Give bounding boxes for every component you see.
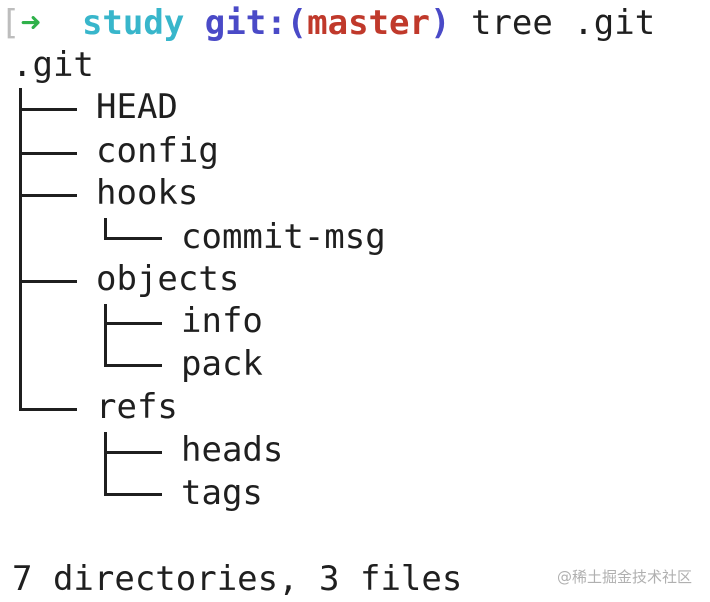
tree-sub-trunk-line	[104, 218, 107, 240]
tree-entry-tags: tags	[181, 473, 263, 513]
tree-entry-hooks: hooks	[96, 173, 199, 213]
tree-entry-config: config	[96, 131, 219, 171]
prompt-command: tree .git	[470, 3, 656, 43]
tree-branch-line	[104, 237, 162, 240]
tree-entry-commit-msg: commit-msg	[181, 217, 386, 257]
tree-entry-objects: objects	[96, 259, 240, 299]
prompt-git-label: git:(	[204, 3, 308, 43]
tree-entry-info: info	[181, 301, 263, 341]
tree-branch-line	[104, 364, 162, 367]
tree-entry-pack: pack	[181, 344, 263, 384]
tree-branch-line	[19, 194, 77, 197]
tree-branch-line	[19, 152, 77, 155]
prompt-arrow-icon: ➜	[20, 3, 41, 43]
tree-sub-trunk-line	[104, 432, 107, 494]
tree-branch-line	[104, 451, 162, 454]
watermark: @稀土掘金技术社区	[556, 568, 692, 586]
prompt-line: [➜ study git:(master) tree .git	[0, 2, 655, 44]
tree-summary: 7 directories, 3 files	[12, 559, 463, 599]
tree-entry-refs: refs	[96, 387, 178, 427]
tree-root: .git	[12, 45, 94, 85]
tree-branch-line	[104, 322, 162, 325]
tree-sub-trunk-line	[104, 304, 107, 366]
tree-branch-line	[104, 493, 162, 496]
tree-trunk-line	[19, 88, 22, 410]
tree-branch-line	[19, 408, 77, 411]
tree-branch-line	[19, 108, 77, 111]
tree-branch-line	[19, 280, 77, 283]
prompt-bracket: [	[0, 3, 21, 43]
prompt-branch: master	[307, 3, 430, 43]
prompt-directory: study	[81, 3, 185, 43]
prompt-git-close: )	[429, 3, 451, 43]
tree-entry-head: HEAD	[96, 87, 178, 127]
tree-entry-heads: heads	[181, 430, 284, 470]
